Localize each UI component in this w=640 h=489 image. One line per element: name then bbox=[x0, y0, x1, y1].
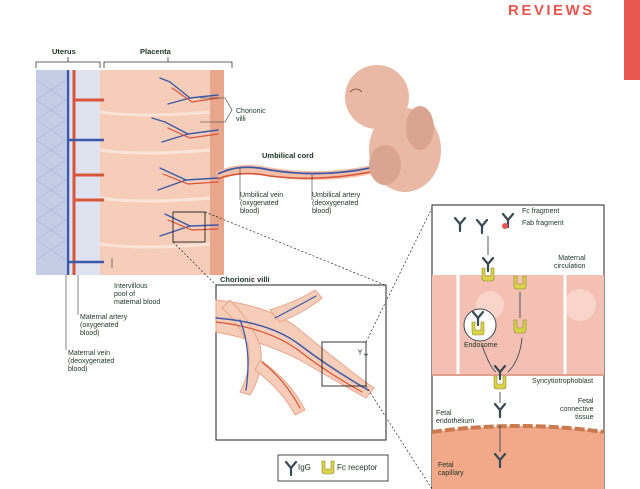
zoom-lines-1 bbox=[172, 211, 386, 286]
label-fetal-connective-tissue: Fetal connective tissue bbox=[560, 398, 594, 421]
chorionic-villi-inset bbox=[215, 284, 387, 441]
label-chorionic-villi-inset: Chorionic villi bbox=[220, 275, 270, 284]
legend bbox=[277, 454, 389, 482]
placenta-body bbox=[99, 70, 224, 275]
transport-arrows bbox=[481, 236, 523, 452]
label-umbilical-cord: Umbilical cord bbox=[262, 151, 314, 160]
placenta-bracket bbox=[103, 57, 233, 68]
label-uterus: Uterus bbox=[52, 47, 76, 56]
label-placenta: Placenta bbox=[140, 47, 171, 56]
antibody-icons bbox=[453, 212, 527, 469]
label-maternal-artery: Maternal artery (oxygenated blood) bbox=[80, 314, 128, 337]
label-fetal-endothelium: Fetal endothelium bbox=[436, 410, 475, 425]
label-fc-fragment: Fc fragment bbox=[522, 208, 560, 215]
fab-fragment-icon bbox=[502, 223, 508, 229]
label-maternal-circulation: Maternal circulation bbox=[554, 255, 586, 270]
label-syncytiotrophoblast: Syncytiotrophoblast bbox=[532, 378, 594, 385]
label-intervillous-pool: Intervillous pool of maternal blood bbox=[114, 283, 161, 306]
label-maternal-vein: Maternal vein (deoxygenated blood) bbox=[68, 350, 115, 373]
fetus-illustration bbox=[345, 65, 441, 192]
label-fab-fragment: Fab fragment bbox=[522, 220, 564, 227]
label-umbilical-vein: Umbilical vein (oxygenated blood) bbox=[240, 192, 284, 215]
legend-igg-label: IgG bbox=[298, 463, 311, 472]
leader-lines bbox=[65, 97, 313, 350]
villous-trees bbox=[151, 77, 219, 237]
zoom-region-placenta bbox=[172, 211, 206, 243]
legend-fc-receptor-label: Fc receptor bbox=[337, 463, 378, 472]
label-fetal-capillary: Fetal capillary bbox=[438, 462, 464, 477]
maternal-vessels bbox=[66, 70, 104, 275]
label-endosome: Endosome bbox=[464, 342, 498, 349]
uterine-wall bbox=[35, 70, 100, 275]
zoom-lines-2 bbox=[365, 207, 433, 489]
journal-section-header: REVIEWS bbox=[508, 2, 595, 19]
umbilical-cord bbox=[215, 164, 371, 181]
section-color-tab bbox=[624, 0, 640, 80]
igg-transport-panel bbox=[431, 204, 605, 489]
label-chorionic-villi: Chorionic villi bbox=[236, 108, 266, 123]
label-umbilical-artery: Umbilical artery (deoxygenated blood) bbox=[312, 192, 361, 215]
uterus-bracket bbox=[35, 57, 101, 68]
